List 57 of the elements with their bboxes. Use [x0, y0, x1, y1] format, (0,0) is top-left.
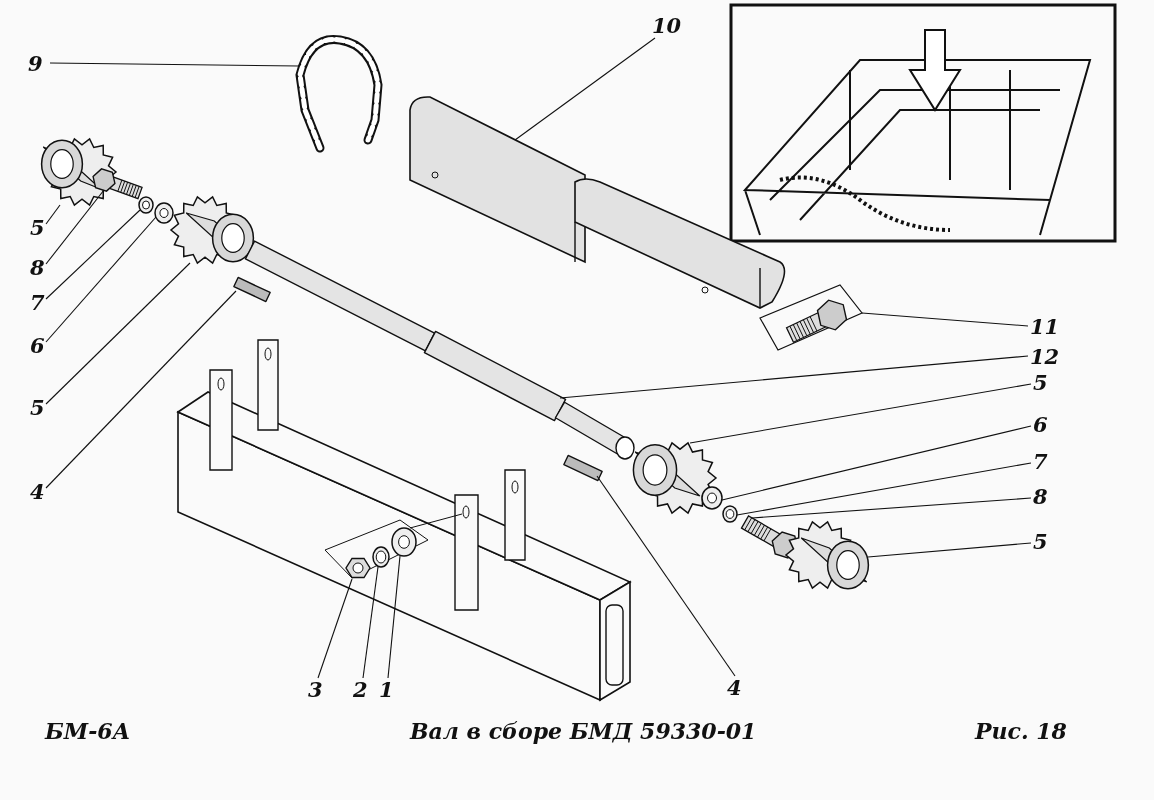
spring-washer — [372, 546, 390, 568]
flat-washer — [701, 486, 723, 510]
spring-washer — [138, 196, 154, 214]
leader-line — [689, 383, 1032, 444]
callout-number: 10 — [652, 14, 682, 38]
bolt — [92, 168, 143, 200]
leader-line — [861, 312, 1029, 327]
callout-number: 5 — [30, 396, 45, 420]
leader-line — [317, 578, 353, 679]
leader-line — [45, 216, 157, 343]
callout-number: 1 — [379, 678, 394, 702]
sprocket — [784, 520, 870, 590]
chain — [295, 35, 383, 153]
figure-number: Рис. 18 — [975, 718, 1067, 744]
leader-line — [362, 566, 379, 679]
callout-number: 9 — [28, 52, 43, 76]
flat-washer — [154, 202, 174, 224]
figure-caption: Вал в сборе БМД 59330-01 — [410, 718, 757, 744]
leader-line — [559, 355, 1029, 399]
leader-line — [45, 209, 141, 300]
callout-number: 11 — [1030, 315, 1060, 339]
callout-number: 6 — [1033, 413, 1048, 437]
leader-line — [45, 262, 191, 405]
callout-number: 4 — [727, 676, 742, 700]
key — [563, 454, 603, 482]
leader-line — [45, 204, 61, 225]
callout-number: 2 — [353, 678, 368, 702]
leader-line — [596, 475, 736, 677]
leader-line — [751, 497, 1032, 519]
sprocket — [632, 441, 718, 515]
callout-number: 5 — [1033, 530, 1048, 554]
leader-line — [387, 555, 401, 679]
callout-number: 6 — [30, 334, 45, 358]
flat-washer — [391, 527, 417, 557]
leader-line — [45, 290, 237, 489]
leader-line — [45, 189, 105, 265]
leader-line — [736, 462, 1032, 516]
leader-line — [514, 37, 656, 141]
callout-number: 12 — [1030, 345, 1060, 369]
nut — [345, 557, 371, 579]
callout-number: 7 — [1033, 450, 1048, 474]
spring-washer — [722, 505, 738, 523]
cover — [409, 96, 786, 309]
shaft — [244, 240, 635, 460]
bolt — [759, 284, 863, 351]
sprocket — [169, 195, 255, 265]
callout-number: 8 — [30, 256, 45, 280]
key — [233, 276, 271, 303]
leader-line — [721, 425, 1032, 501]
callout-number: 3 — [308, 678, 323, 702]
leader-line — [49, 62, 300, 67]
callout-number: 5 — [30, 216, 45, 240]
callout-number: 7 — [30, 291, 45, 315]
callout-number: 5 — [1033, 371, 1048, 395]
callout-number: 8 — [1033, 485, 1048, 509]
model-code: БМ-6А — [45, 718, 131, 744]
callout-number: 4 — [30, 480, 45, 504]
